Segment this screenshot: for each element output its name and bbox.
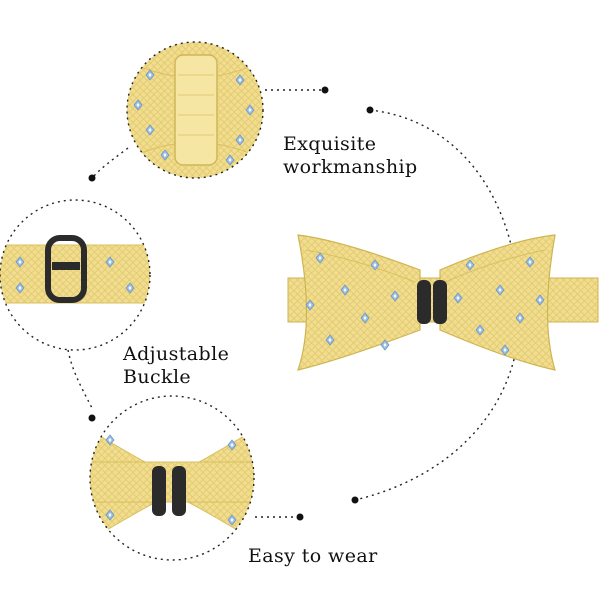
buckle-label: Adjustable Buckle: [123, 343, 229, 389]
knot-detail-circle: [126, 41, 264, 179]
buckle-label-line2: Buckle: [123, 366, 192, 388]
clip-detail-circle: [89, 395, 255, 561]
workmanship-label-line1: Exquisite: [283, 133, 377, 155]
wear-label: Easy to wear: [248, 545, 378, 568]
buckle-label-line1: Adjustable: [123, 343, 230, 365]
connector-dots: [88, 86, 374, 521]
bow-tie-image: [287, 234, 599, 371]
buckle-detail-circle: [0, 199, 151, 351]
wear-label-line1: Easy to wear: [248, 545, 378, 567]
connector-lines: [67, 89, 521, 518]
workmanship-label-line2: workmanship: [283, 156, 418, 178]
workmanship-label: Exquisite workmanship: [283, 133, 418, 179]
